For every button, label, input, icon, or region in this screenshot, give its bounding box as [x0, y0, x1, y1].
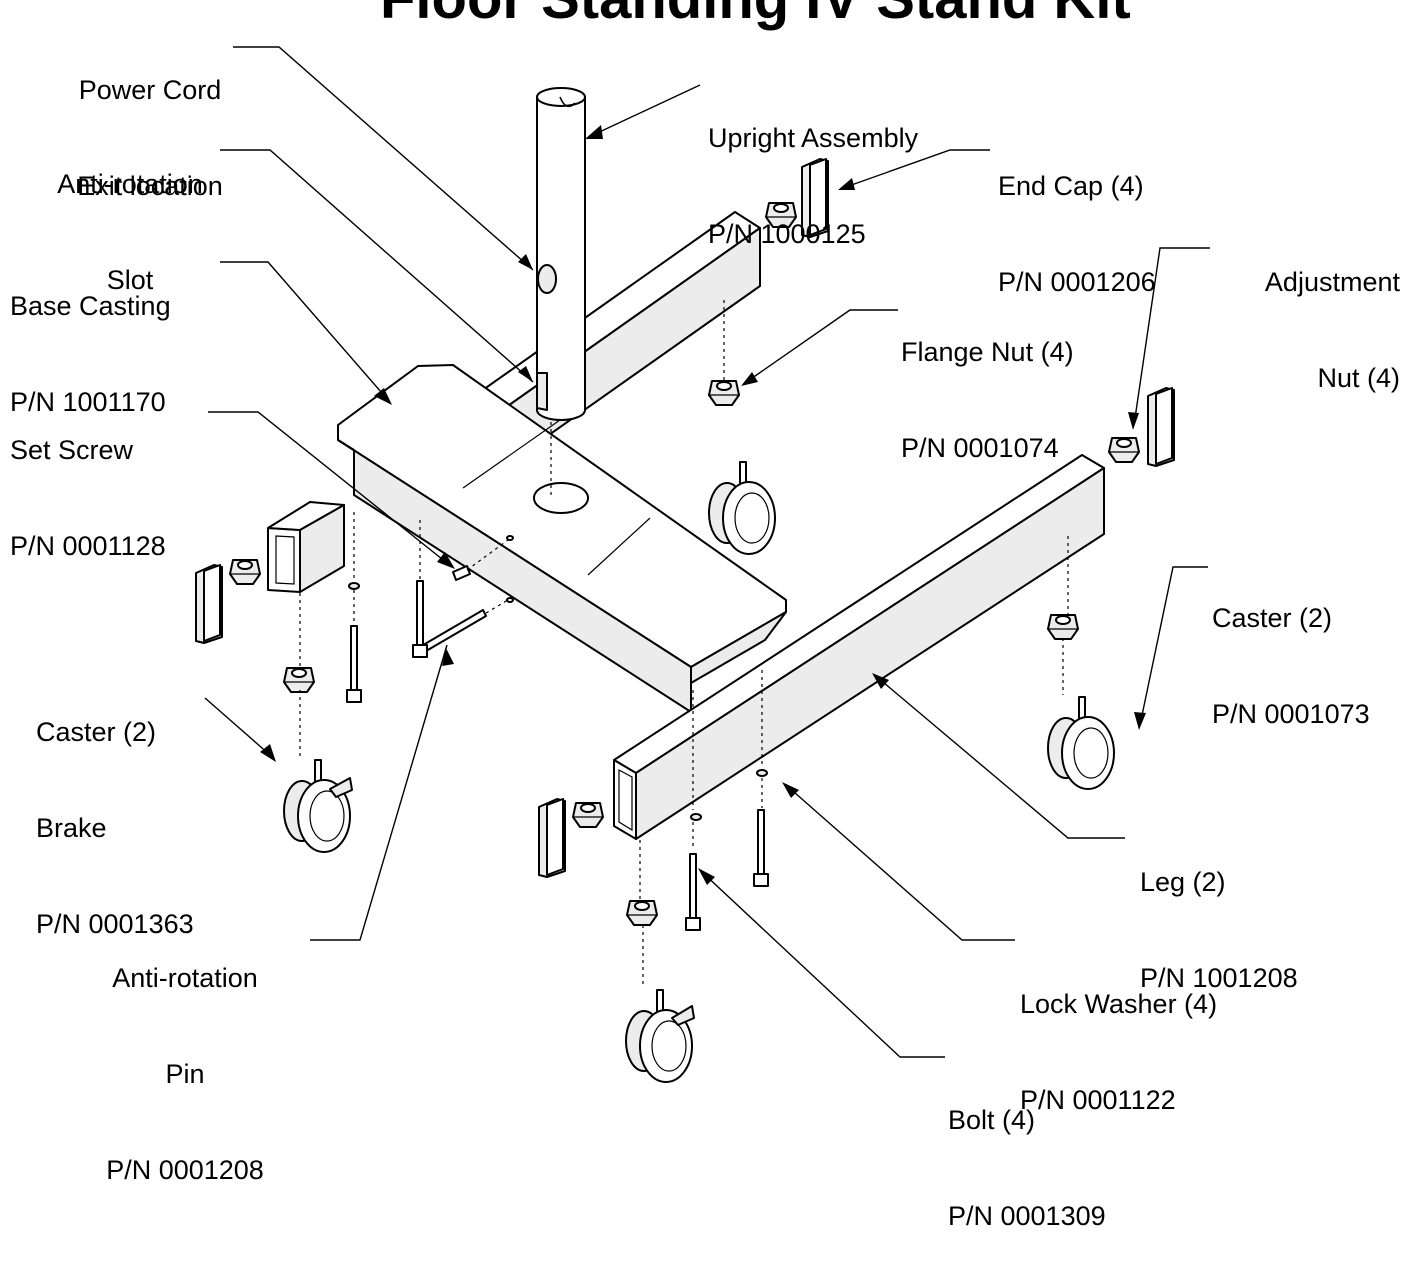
flange-nut-2 [1047, 614, 1079, 640]
lock-washer-3 [756, 769, 768, 777]
bolt-4 [753, 809, 769, 887]
bolt-1 [346, 625, 362, 703]
end-cap-left [195, 564, 223, 644]
adjustment-nut-4 [572, 802, 604, 828]
label-anti-rotation-slot: Anti-rotation Slot [57, 169, 203, 295]
label-set-screw: Set Screw P/N 0001128 [10, 435, 166, 561]
label-caster-brake: Caster (2) Brake P/N 0001363 [36, 717, 194, 939]
flange-nut-3 [283, 667, 315, 693]
label-upright-assembly: Upright Assembly P/N 1000125 [708, 123, 919, 249]
label-leg: Leg (2) P/N 1001208 [1140, 867, 1298, 993]
lock-washer-2 [690, 813, 702, 821]
left-leg-front [267, 527, 301, 593]
bolt-3 [685, 853, 701, 931]
label-adjustment-nut: Adjustment Nut (4) [1264, 267, 1400, 393]
set-screw [452, 565, 471, 581]
anti-rotation-pin [417, 609, 487, 655]
label-anti-rotation-pin: Anti-rotation Pin P/N 0001208 [106, 963, 264, 1185]
end-cap-right [1147, 387, 1175, 467]
caster-back-right [708, 461, 776, 555]
upright-top [536, 87, 586, 107]
diagram-title: Floor Standing IV Stand Kit [380, 0, 1131, 34]
label-flange-nut: Flange Nut (4) P/N 0001074 [901, 337, 1074, 463]
assembly-diagram: Floor Standing IV Stand Kit [10, 0, 1400, 1231]
upright-notch [559, 96, 576, 108]
label-base-casting: Base Casting P/N 1001170 [10, 291, 171, 417]
label-power-cord-exit: Power Cord Exit location [77, 75, 223, 201]
label-end-cap: End Cap (4) P/N 0001206 [998, 171, 1156, 297]
upright-tube [536, 97, 586, 421]
bolt-2 [412, 580, 428, 658]
adjustment-nut-2 [1108, 437, 1140, 463]
upright-socket [533, 482, 589, 514]
flange-nut-1 [708, 380, 740, 406]
caster-right [1047, 696, 1115, 790]
anti-rotation-slot [536, 372, 548, 411]
lock-washer-1 [348, 582, 360, 590]
power-cord-hole [537, 264, 557, 294]
label-caster: Caster (2) P/N 0001073 [1212, 603, 1370, 729]
end-cap-front [538, 798, 566, 878]
base-casting-side [337, 439, 692, 713]
exploded-view-drawing [195, 46, 1210, 1083]
flange-nut-4 [626, 900, 658, 926]
caster-brake-front [625, 989, 693, 1083]
adjustment-nut-3 [229, 559, 261, 585]
label-bolt: Bolt (4) P/N 0001309 [948, 1105, 1106, 1231]
caster-brake-left [283, 759, 351, 853]
